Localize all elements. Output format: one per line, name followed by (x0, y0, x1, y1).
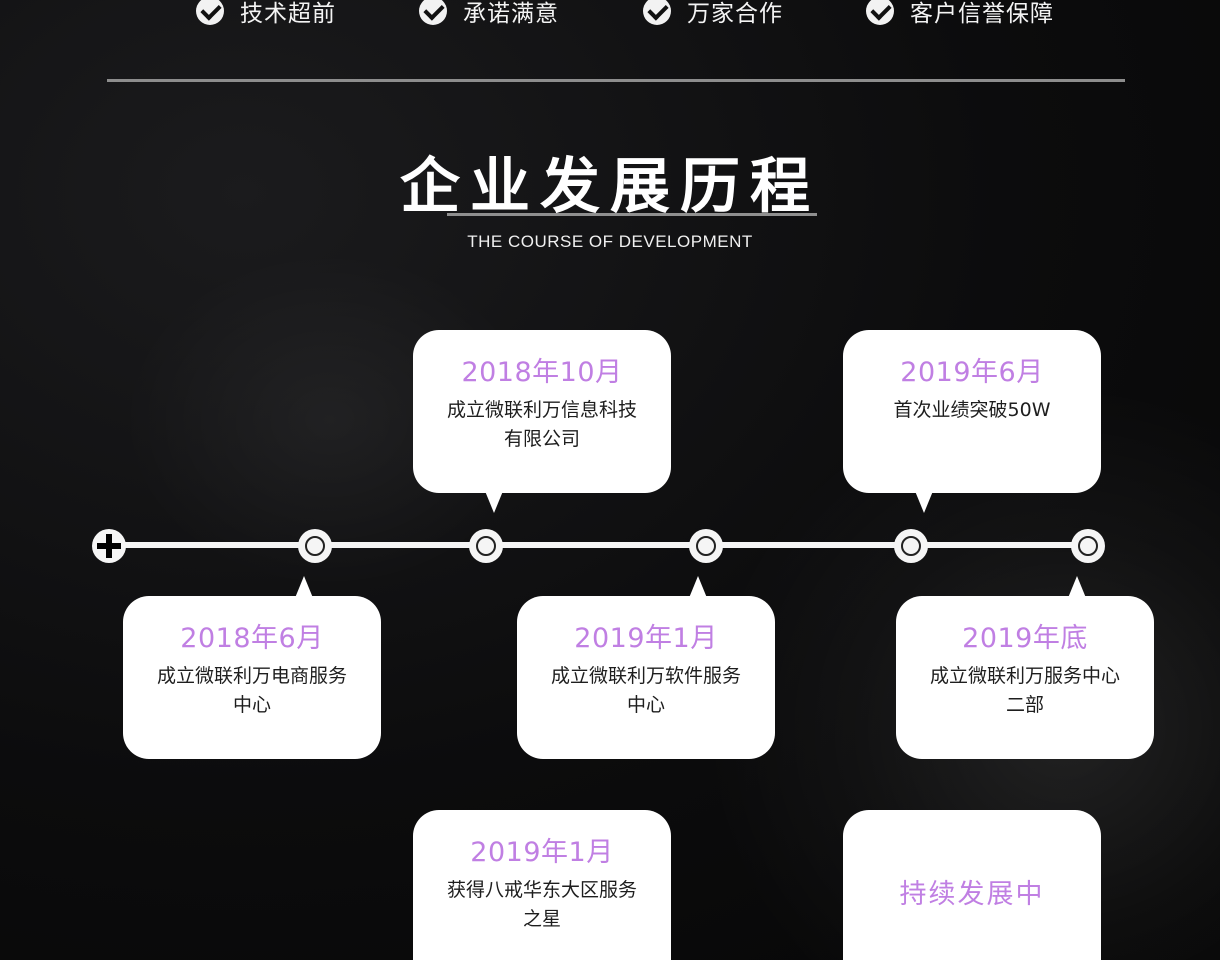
milestone-date: 2019年6月 (900, 357, 1044, 388)
section-divider (107, 79, 1125, 82)
milestone-desc: 成立微联利万信息科技有限公司 (446, 399, 637, 450)
title-underline (447, 213, 817, 216)
check-icon (643, 0, 671, 25)
milestone-card: 2019年1月 获得八戒华东大区服务之星 (413, 810, 671, 960)
card-pointer (1068, 576, 1086, 598)
milestone-date: 2019年1月 (574, 623, 718, 654)
timeline-node (469, 529, 503, 563)
feature-label: 客户信誉保障 (910, 1, 1054, 27)
card-pointer (485, 491, 503, 513)
timeline-node (689, 529, 723, 563)
plus-icon (92, 529, 126, 563)
section-title: 企业发展历程 (400, 152, 820, 222)
feature-label: 技术超前 (240, 1, 336, 27)
milestone-desc: 成立微联利万电商服务中心 (156, 665, 347, 716)
ongoing-label: 持续发展中 (899, 879, 1045, 910)
milestone-card: 2019年1月 成立微联利万软件服务中心 (517, 576, 775, 759)
milestone-desc: 成立微联利万服务中心二部 (929, 665, 1120, 716)
timeline-node (894, 529, 928, 563)
feature-item: 万家合作 (643, 0, 783, 28)
timeline-line (108, 542, 1090, 548)
section-subtitle: THE COURSE OF DEVELOPMENT (467, 232, 753, 251)
milestone-date: 2018年10月 (461, 357, 623, 388)
card-pointer (295, 576, 313, 598)
feature-bar: 技术超前 承诺满意 万家合作 客户信誉保障 (0, 0, 1220, 30)
feature-label: 万家合作 (687, 1, 783, 27)
milestone-desc: 首次业绩突破50W (893, 399, 1051, 421)
card-pointer (915, 491, 933, 513)
milestone-desc: 成立微联利万软件服务中心 (550, 665, 741, 716)
timeline-node (1071, 529, 1105, 563)
feature-label: 承诺满意 (463, 1, 559, 27)
milestone-date: 2018年6月 (180, 623, 324, 654)
check-icon (866, 0, 894, 25)
check-icon (196, 0, 224, 25)
milestone-card: 2018年6月 成立微联利万电商服务中心 (123, 576, 381, 759)
milestone-card: 2019年底 成立微联利万服务中心二部 (896, 576, 1154, 759)
milestone-date: 2019年底 (962, 623, 1088, 654)
feature-item: 技术超前 (196, 0, 336, 28)
milestone-date: 2019年1月 (470, 837, 614, 868)
ongoing-card: 持续发展中 (843, 810, 1101, 960)
check-icon (419, 0, 447, 25)
feature-item: 客户信誉保障 (866, 0, 1054, 28)
timeline-node (298, 529, 332, 563)
card-pointer (689, 576, 707, 598)
feature-item: 承诺满意 (419, 0, 559, 28)
milestone-card: 2019年6月 首次业绩突破50W (843, 330, 1101, 513)
milestone-card: 2018年10月 成立微联利万信息科技有限公司 (413, 330, 671, 513)
milestone-desc: 获得八戒华东大区服务之星 (446, 879, 637, 930)
